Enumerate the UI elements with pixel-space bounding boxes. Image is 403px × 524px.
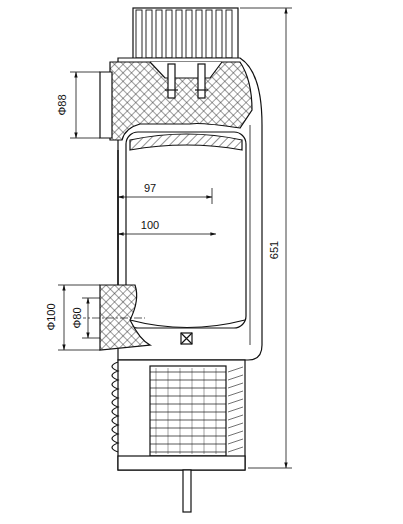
extension-line	[212, 188, 213, 204]
bolt	[168, 64, 175, 98]
shed-rib	[150, 452, 226, 453]
upper-terminal-pad	[100, 72, 112, 138]
extension-line	[240, 8, 292, 9]
fin	[206, 10, 212, 58]
fin	[196, 10, 202, 58]
shed-rib	[150, 444, 226, 445]
shed-rib	[150, 428, 226, 429]
base-flange	[118, 456, 245, 470]
rod-fluting	[156, 368, 157, 454]
shed-edge	[228, 439, 243, 444]
dimension-label: 97	[143, 182, 157, 194]
dimension-line	[88, 298, 89, 338]
heat-sink	[133, 8, 238, 60]
shed-edge	[228, 431, 243, 436]
guide-block-cross	[181, 333, 192, 344]
insulator-body	[118, 360, 245, 470]
insulating-rod-housing	[150, 366, 226, 456]
fin	[216, 10, 222, 58]
dimension-label: Φ88	[56, 93, 68, 116]
operating-rod	[183, 470, 191, 512]
rod-fluting	[168, 368, 169, 454]
lower-lid	[130, 320, 245, 328]
extension-line	[248, 468, 292, 469]
extension-line	[70, 72, 100, 73]
shed-rib	[150, 420, 226, 421]
extension-line	[82, 338, 100, 339]
shed-rib	[150, 380, 226, 381]
shed-edge	[228, 447, 243, 452]
guide-block	[181, 333, 192, 344]
extension-line	[118, 180, 119, 250]
shed-rib	[150, 396, 226, 397]
dimension-label: Φ100	[45, 302, 57, 331]
shed-edge	[228, 383, 243, 388]
bolt-head	[165, 89, 178, 90]
bolt	[198, 64, 205, 98]
fin	[156, 10, 162, 58]
shed-rib	[150, 436, 226, 437]
shed-rib	[150, 412, 226, 413]
bolt-head	[195, 89, 208, 90]
dimension-line	[118, 234, 216, 235]
rod-fluting	[180, 368, 181, 454]
shed-rib	[150, 404, 226, 405]
upper-terminal	[110, 62, 252, 140]
shed-edge	[228, 391, 243, 396]
dimension-line	[64, 285, 65, 350]
terminal-recess	[150, 62, 222, 78]
heat-sink-fins	[136, 10, 232, 58]
extension-line	[82, 298, 100, 299]
dimension-line	[118, 197, 212, 198]
dimension-label: 651	[268, 240, 280, 260]
fin	[166, 10, 172, 58]
shed-edge	[228, 423, 243, 428]
interrupter-lid	[130, 134, 242, 150]
rod-fluting	[204, 368, 205, 454]
lower-terminal	[100, 285, 150, 350]
shed-rib	[150, 388, 226, 389]
housing-edge	[250, 125, 251, 345]
fin	[176, 10, 182, 58]
shed-edge	[228, 367, 243, 372]
rod-fluting	[216, 368, 217, 454]
extension-line	[70, 138, 100, 139]
fin	[146, 10, 152, 58]
shed-edge	[228, 415, 243, 420]
shed-edge	[228, 407, 243, 412]
fin	[226, 10, 232, 58]
dimension-label: 100	[140, 219, 160, 231]
corrugated-skirt	[112, 362, 118, 452]
insulator-sheds	[150, 367, 243, 454]
fin	[136, 10, 142, 58]
rod-fluting	[192, 368, 193, 454]
shed-edge	[228, 375, 243, 380]
dimension-label: Φ80	[71, 306, 83, 329]
shed-edge	[228, 399, 243, 404]
shed-rib	[150, 372, 226, 373]
vacuum-interrupter	[126, 132, 246, 328]
dimension-line	[286, 8, 287, 468]
fin	[186, 10, 192, 58]
dimension-line	[76, 72, 77, 138]
housing-wall	[117, 150, 118, 290]
